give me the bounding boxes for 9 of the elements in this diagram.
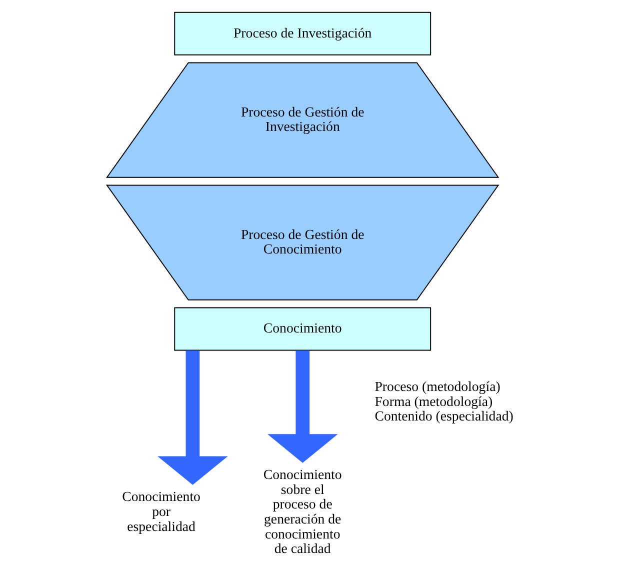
node-text: Conocimiento sobre el proceso de generación de conocimiento de calidad bbox=[262, 466, 342, 556]
label: Forma (metodología) bbox=[374, 394, 492, 409]
node-box: Conocimiento bbox=[174, 307, 431, 351]
label: Contenido (especialidad) bbox=[374, 408, 513, 424]
node-text: Conocimiento por especialidad bbox=[122, 489, 200, 534]
arrow bbox=[157, 350, 228, 485]
arrow bbox=[266, 350, 338, 463]
label: Proceso (metodología) bbox=[374, 379, 500, 394]
node-box: Proceso de Investigación bbox=[174, 12, 431, 56]
